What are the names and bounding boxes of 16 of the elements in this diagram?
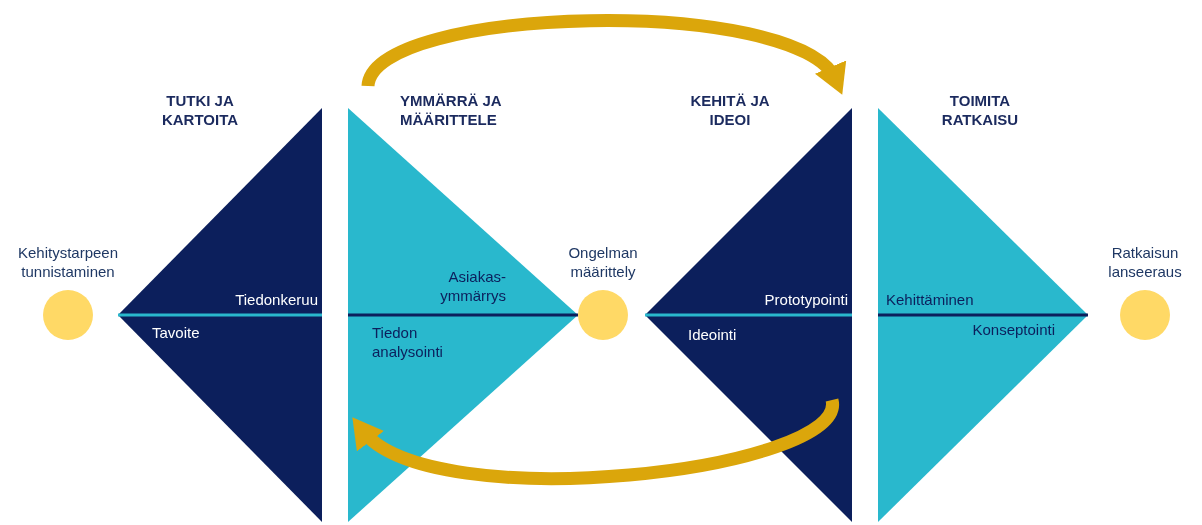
stage-heading: KEHITÄ JA IDEOI	[689, 91, 771, 129]
milestone-label: Ratkaisun lanseeraus	[1107, 243, 1183, 281]
milestone-label: Kehitystarpeen tunnistaminen	[16, 243, 120, 281]
stage-heading: YMMÄRRÄ JA MÄÄRITTELE	[400, 91, 503, 129]
stage-heading: TUTKI JA KARTOITA	[160, 91, 240, 129]
step-label: Asiakas-ymmärrys	[439, 267, 506, 305]
step-label: Tiedon analysointi	[372, 323, 444, 361]
step-label: Ideointi	[688, 325, 738, 344]
step-label: Konseptointi	[971, 320, 1055, 339]
step-label: Prototypointi	[763, 290, 848, 309]
step-label: Kehittäminen	[886, 290, 975, 309]
step-label: Tavoite	[152, 323, 201, 342]
stage-heading: TOIMITA RATKAISU	[940, 91, 1020, 129]
step-label: Tiedonkeruu	[234, 290, 318, 309]
milestone-label: Ongelman määrittely	[567, 243, 639, 281]
curved-arrow	[349, 398, 839, 485]
